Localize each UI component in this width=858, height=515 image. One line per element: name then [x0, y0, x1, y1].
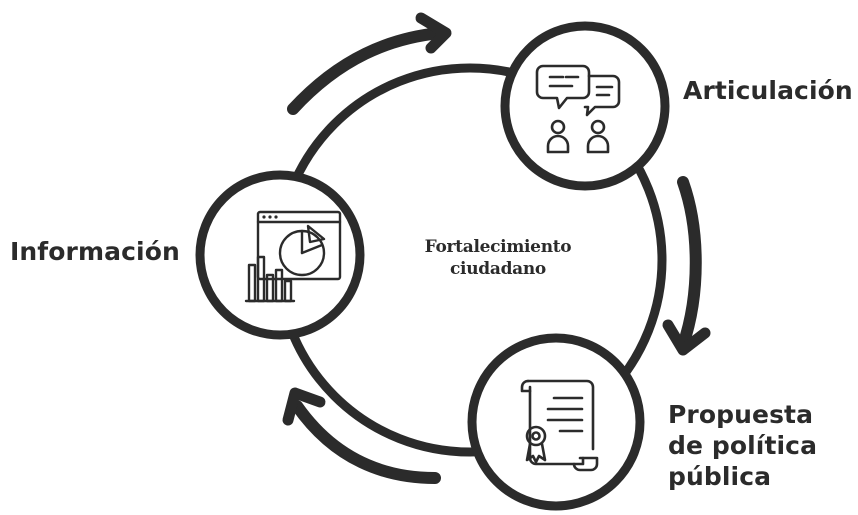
label-propuesta-line-3: pública — [668, 462, 772, 491]
certificate-document-icon — [520, 379, 599, 472]
arrow-informacion-to-articulacion — [287, 12, 452, 115]
label-informacion: Información — [10, 237, 180, 266]
arrow-articulacion-to-propuesta — [662, 176, 711, 356]
label-propuesta: Propuesta de política pública — [668, 399, 817, 492]
center-title-line-2: ciudadano — [450, 259, 546, 279]
dashboard-chart-icon — [244, 210, 342, 303]
label-propuesta-line-2: de política — [668, 431, 818, 460]
label-articulacion: Articulación — [683, 76, 853, 105]
people-conversation-icon — [535, 64, 621, 154]
node-propuesta — [467, 333, 645, 511]
label-propuesta-line-1: Propuesta — [668, 400, 814, 429]
arrow-propuesta-to-informacion — [282, 387, 441, 484]
center-title-line-1: Fortalecimiento — [424, 237, 572, 257]
center-title: Fortalecimiento ciudadano — [403, 236, 593, 280]
